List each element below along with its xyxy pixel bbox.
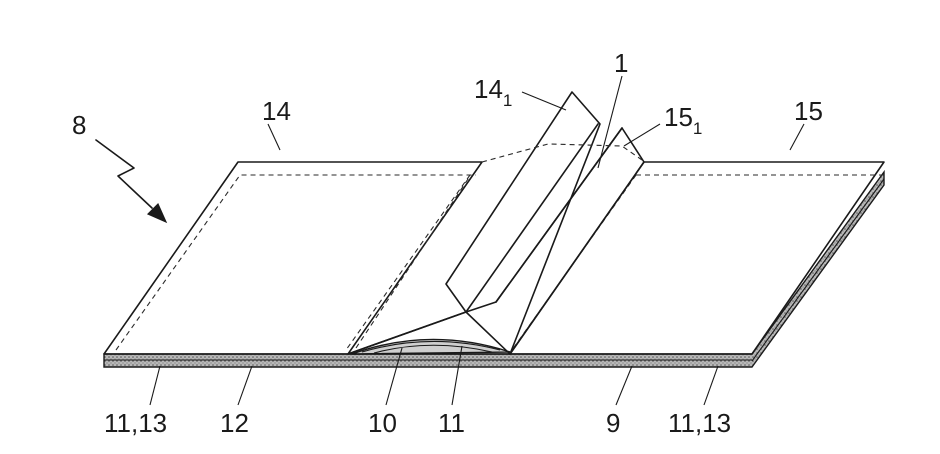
leader-15-1: [623, 123, 661, 147]
leader-1: [597, 75, 623, 169]
leader-15: [789, 123, 805, 151]
label-11: 11: [438, 408, 465, 438]
reference-labels: 8 14 141 1 151 15 11,13 12 10 11 9 11,13: [72, 48, 823, 438]
label-11-13-left: 11,13: [104, 408, 167, 438]
label-15: 15: [794, 96, 823, 126]
leader-9: [615, 365, 633, 406]
leader-10: [385, 347, 403, 406]
leader-11-13-left: [149, 365, 161, 406]
left-panel-14: [103, 161, 483, 355]
leader-14: [267, 123, 281, 151]
label-14: 14: [262, 96, 291, 126]
leader-12: [237, 365, 253, 406]
label-15-1-base: 15: [664, 102, 693, 132]
label-1: 1: [614, 48, 628, 78]
label-15-1: 151: [664, 102, 702, 138]
label-15-1-sub: 1: [693, 119, 702, 138]
label-14-1: 141: [474, 74, 512, 110]
label-14-1-sub: 1: [503, 91, 512, 110]
label-9: 9: [606, 408, 620, 438]
leader-11-13-right: [703, 365, 719, 406]
leader-14-1: [521, 91, 567, 111]
label-10: 10: [368, 408, 397, 438]
leader-11: [451, 345, 463, 406]
arrow-8: [95, 139, 168, 224]
leader-lines: [149, 75, 805, 406]
label-11-13-right: 11,13: [668, 408, 731, 438]
label-12: 12: [220, 408, 249, 438]
label-14-1-base: 14: [474, 74, 503, 104]
center-fold: [347, 91, 645, 355]
label-8: 8: [72, 110, 86, 140]
